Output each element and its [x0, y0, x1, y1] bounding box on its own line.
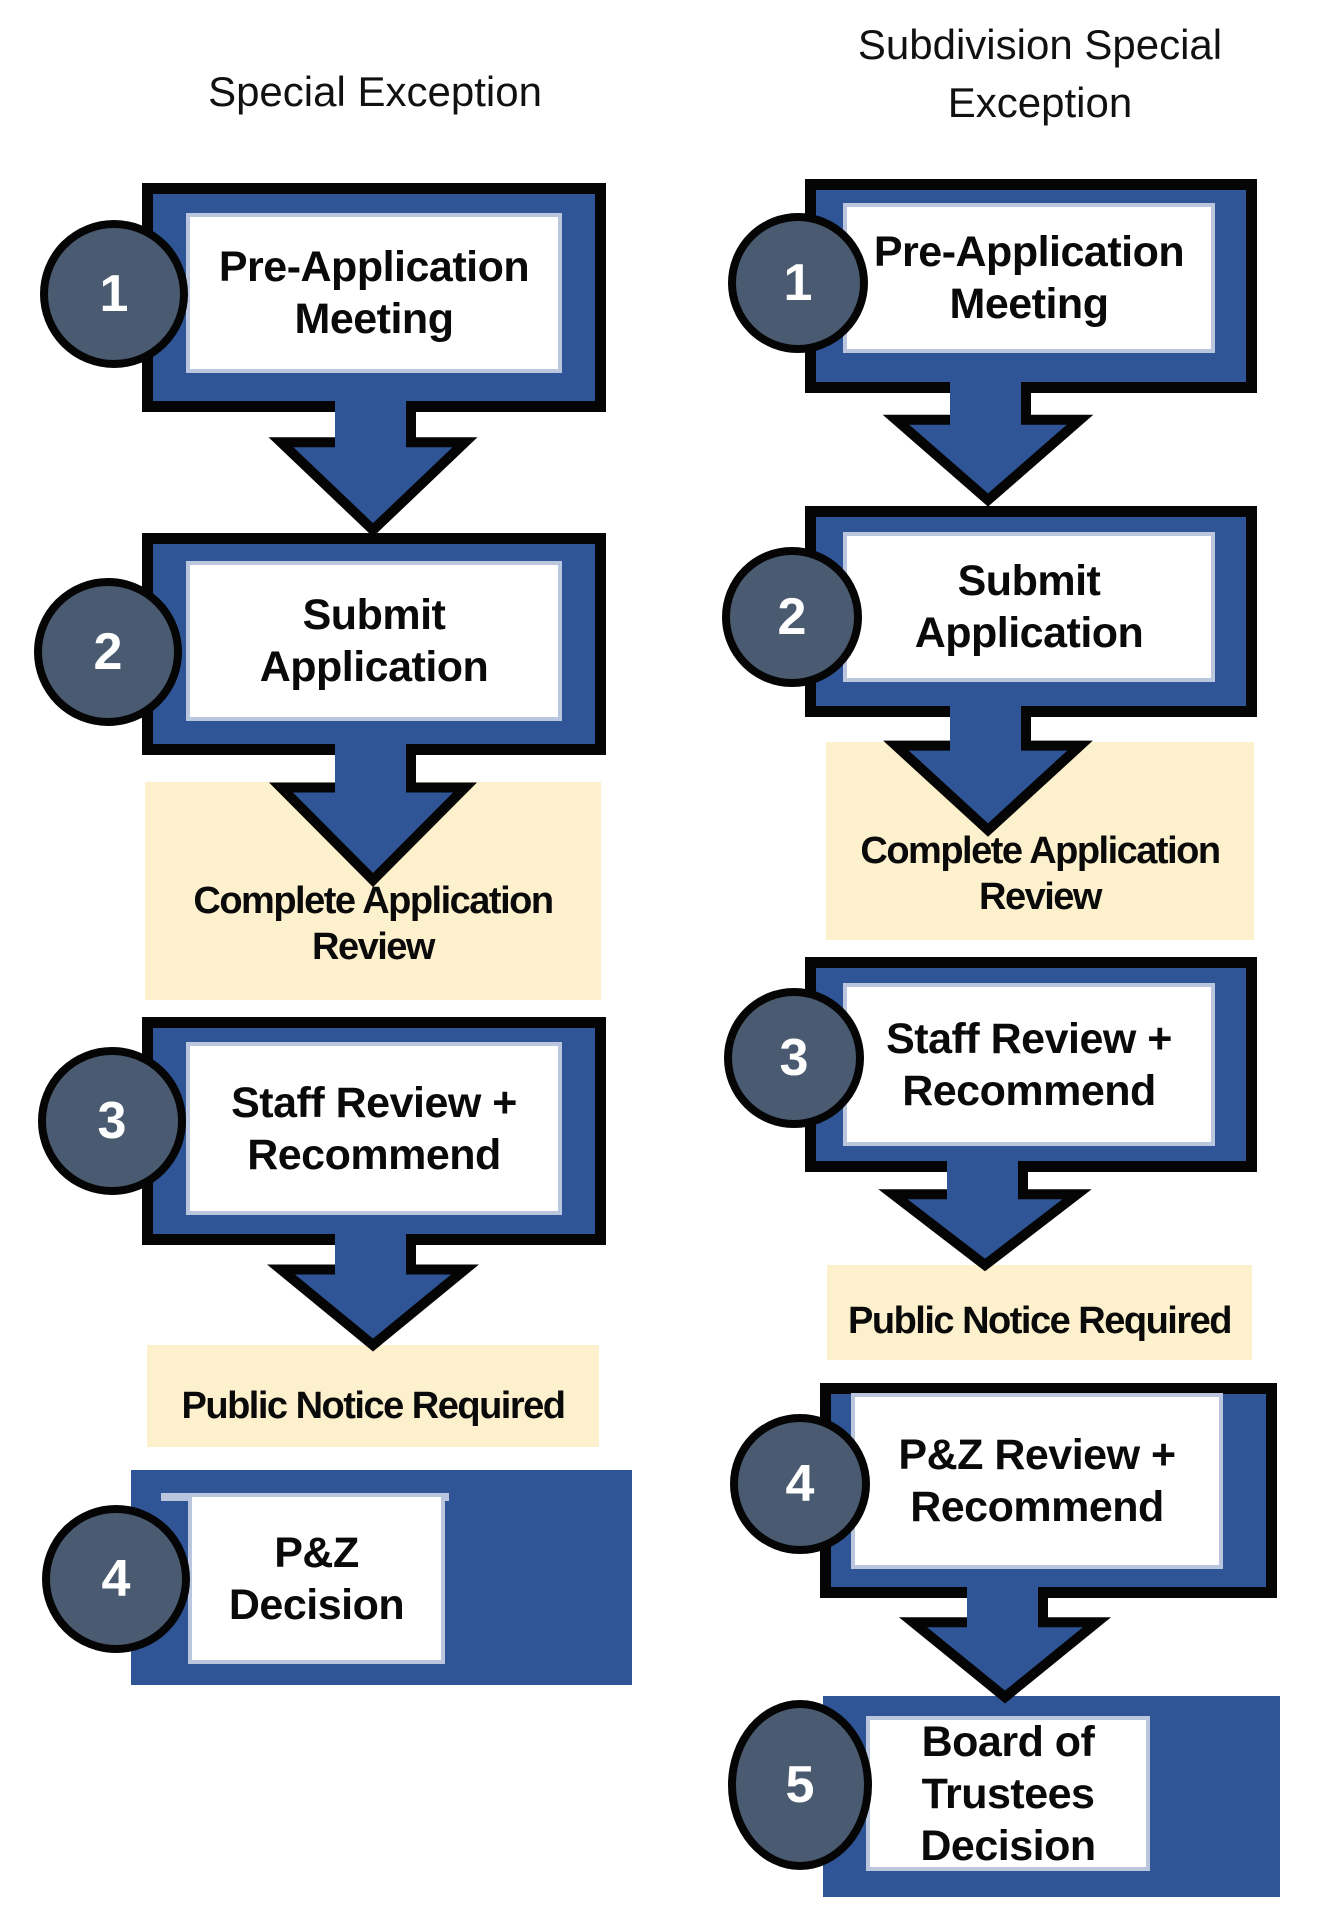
- arrow-outline: [267, 1234, 479, 1352]
- step-label-line: Staff Review +: [886, 1014, 1172, 1063]
- arrow-outline: [882, 382, 1094, 507]
- right-column-title-line: Exception: [947, 79, 1133, 126]
- right-step-5-number-badge: 5: [728, 1700, 872, 1870]
- right-note-public-notice: Public Notice Required: [827, 1265, 1252, 1360]
- step-label-line: Submit: [957, 557, 1101, 605]
- arrow-stem-join: [340, 1232, 406, 1246]
- right-step-4-label-box: P&Z Review +Recommend: [851, 1393, 1223, 1569]
- step-label-line: P&Z Review +: [898, 1431, 1176, 1479]
- step-number: 1: [99, 265, 129, 323]
- left-step-2-number-badge: 2: [34, 578, 182, 726]
- arrow-stem-join: [955, 380, 1021, 394]
- step-label-line: Pre-Application: [218, 243, 530, 291]
- left-step-1-number-badge: 1: [40, 220, 188, 368]
- right-step-4-number-badge: 4: [730, 1414, 870, 1554]
- left-arrow-1-to-2: [268, 399, 478, 537]
- step-label-line: Pre-Application: [873, 228, 1185, 276]
- arrow-outline: [898, 1587, 1112, 1704]
- arrow-outline: [883, 706, 1093, 837]
- left-column-title: Special Exception: [150, 63, 600, 121]
- arrow-body: [896, 706, 1080, 830]
- arrow-outline: [878, 1161, 1092, 1272]
- note-line: Complete Application: [860, 830, 1221, 872]
- left-step-3-label: Staff Review +Recommend: [186, 1042, 562, 1215]
- arrow-outline: [268, 401, 478, 537]
- step-number: 2: [93, 623, 123, 681]
- left-note-public-notice: Public Notice Required: [147, 1345, 599, 1447]
- note-line: Public Notice Required: [181, 1385, 566, 1427]
- arrow-body: [281, 1234, 465, 1345]
- left-arrow-2-to-note: [268, 742, 478, 888]
- left-column-title-text: Special Exception: [208, 68, 542, 115]
- step-label-line: Submit: [302, 591, 446, 639]
- step-label-line: Meeting: [949, 280, 1109, 328]
- left-step-4-label-main: P&Z Decision: [188, 1493, 445, 1664]
- step-label-line: P&Z Decision: [228, 1528, 405, 1629]
- left-arrow-3-to-note: [267, 1232, 479, 1352]
- step-label-line: Recommend: [902, 1066, 1156, 1115]
- right-arrow-2-to-note: [883, 704, 1093, 837]
- right-step-3-number-badge: 3: [724, 988, 864, 1128]
- arrow-body: [281, 744, 465, 880]
- arrow-outline: [268, 744, 478, 888]
- left-step-4-number-badge: 4: [42, 1505, 190, 1653]
- step-number: 3: [779, 1029, 809, 1087]
- right-arrow-3-to-note: [878, 1159, 1092, 1272]
- right-step-3-label: Staff Review +Recommend: [843, 983, 1215, 1146]
- step-number: 3: [97, 1092, 127, 1150]
- step-label-line: Board of Trustees: [921, 1717, 1095, 1818]
- right-step-2-number-badge: 2: [722, 547, 862, 687]
- arrow-body: [281, 401, 465, 530]
- step-label-line: Decision: [920, 1821, 1096, 1870]
- arrow-body: [896, 382, 1080, 500]
- step-label-line: Application: [259, 643, 489, 691]
- step-number: 4: [101, 1550, 131, 1608]
- arrow-stem-join: [955, 704, 1021, 718]
- arrow-body: [913, 1587, 1097, 1697]
- step-label-line: Recommend: [247, 1130, 501, 1179]
- step-label-line: Meeting: [294, 295, 454, 343]
- right-step-1-number-badge: 1: [728, 213, 868, 353]
- arrow-stem-join: [952, 1159, 1018, 1173]
- note-line: Complete Application: [193, 880, 554, 922]
- note-line: Review: [979, 876, 1102, 918]
- step-label-line: Staff Review +: [231, 1078, 517, 1127]
- step-number: 4: [785, 1455, 815, 1513]
- arrow-stem-join: [340, 399, 406, 413]
- arrow-stem-join: [972, 1585, 1038, 1599]
- note-line: Public Notice Required: [848, 1299, 1232, 1342]
- step-number: 1: [783, 254, 813, 312]
- arrow-stem-join: [340, 742, 406, 756]
- note-line: Review: [312, 926, 435, 968]
- step-label-line: Recommend: [910, 1483, 1164, 1531]
- arrow-body: [893, 1161, 1077, 1265]
- step-number: 2: [777, 588, 807, 646]
- right-column-title-line: Subdivision Special: [857, 21, 1223, 68]
- right-arrow-1-to-2: [882, 380, 1094, 507]
- step-label-line: Application: [914, 609, 1144, 657]
- left-step-3-number-badge: 3: [38, 1047, 186, 1195]
- right-arrow-4-to-5: [898, 1585, 1112, 1704]
- step-number: 5: [785, 1756, 815, 1814]
